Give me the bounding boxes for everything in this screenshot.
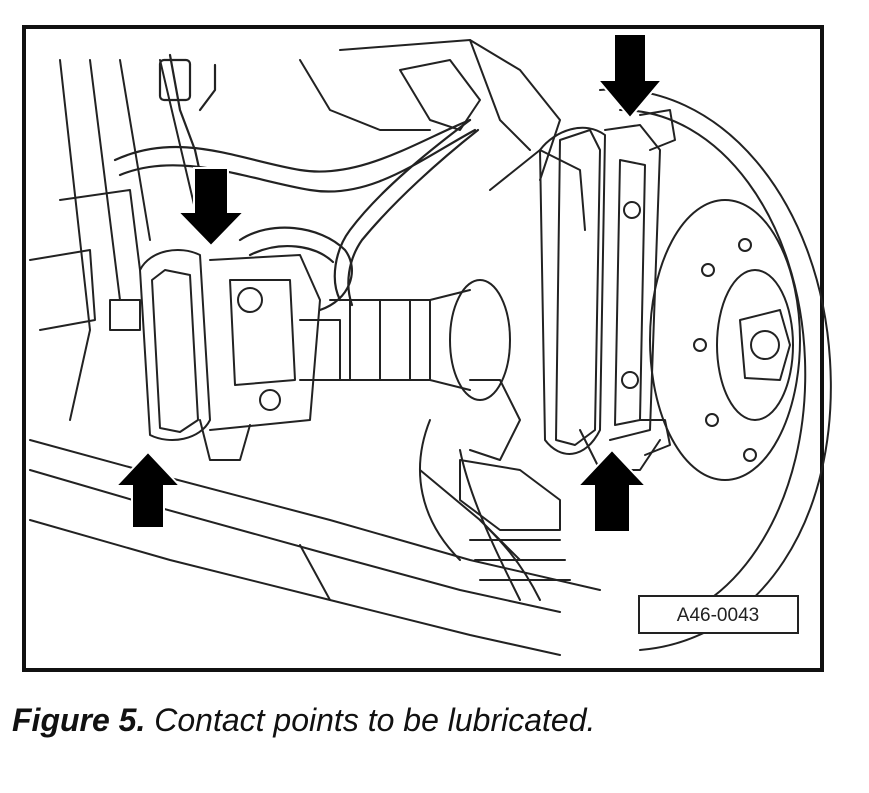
figure-id-label: A46-0043	[677, 605, 759, 626]
figure-id-box: A46-0043	[638, 595, 799, 634]
body-structure-drawing	[29, 39, 561, 421]
figure-caption-label: Figure 5.	[12, 702, 146, 738]
left-caliper-drawing	[109, 249, 341, 461]
right-caliper-drawing	[539, 109, 676, 471]
figure-caption-text: Contact points to be lubricated.	[145, 702, 596, 738]
drive-shaft-drawing	[329, 279, 571, 601]
arrow-top-right	[595, 33, 665, 120]
figure-caption: Figure 5. Contact points to be lubricate…	[12, 702, 862, 739]
arrow-bottom-left	[113, 450, 183, 529]
figure-frame	[22, 25, 824, 672]
wire-harness-drawing	[113, 53, 480, 312]
arrow-bottom-right	[575, 448, 649, 533]
arrow-top-left	[175, 167, 247, 248]
